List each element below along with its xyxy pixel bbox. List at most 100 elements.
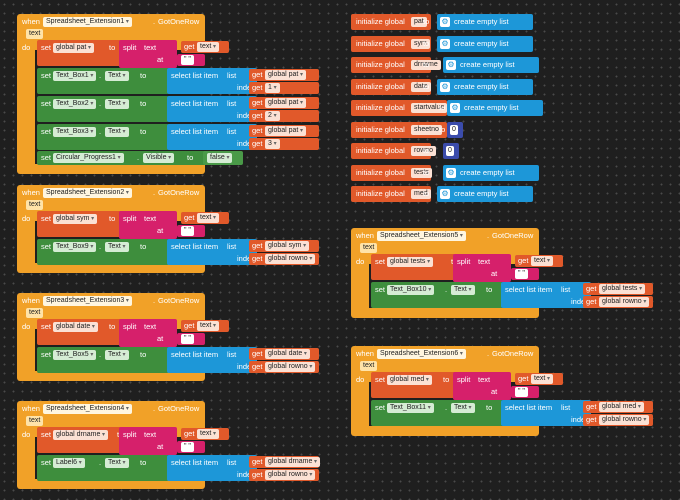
event-block[interactable]: whenSpreadsheet_Extension4.GotOneRowtext… bbox=[17, 401, 321, 489]
get-variable-dropdown[interactable]: global sym bbox=[265, 241, 310, 251]
param-text[interactable]: text bbox=[360, 243, 378, 253]
create-empty-list-block[interactable]: ⚙create empty list bbox=[443, 57, 539, 73]
quote-string[interactable]: " " bbox=[181, 334, 194, 344]
text-quote-block[interactable]: " " bbox=[511, 386, 539, 398]
gear-icon[interactable]: ⚙ bbox=[440, 189, 450, 199]
get-dropdown[interactable]: text bbox=[197, 42, 219, 52]
get-variable-dropdown[interactable]: global tests bbox=[599, 284, 646, 294]
quote-string[interactable]: " " bbox=[181, 442, 194, 452]
create-empty-list-block[interactable]: ⚙create empty list bbox=[437, 35, 533, 52]
event-block[interactable]: whenSpreadsheet_Extension2.GotOneRowtext… bbox=[17, 185, 319, 273]
global-name-field[interactable]: startvalue bbox=[411, 103, 448, 113]
global-name-field[interactable]: sym bbox=[411, 38, 430, 49]
component-dropdown[interactable]: Spreadsheet_Extension2 bbox=[43, 188, 132, 198]
text-quote-block[interactable]: " " bbox=[511, 268, 539, 280]
get-index-dropdown[interactable]: 1 bbox=[265, 83, 280, 93]
global-name-field[interactable]: rowno bbox=[411, 146, 437, 156]
text-quote-block[interactable]: " " bbox=[177, 333, 205, 345]
variable-dropdown[interactable]: global med bbox=[387, 375, 432, 385]
get-dropdown[interactable]: text bbox=[197, 213, 219, 223]
boolean-dropdown[interactable]: false bbox=[207, 153, 233, 163]
number-value[interactable]: 0 bbox=[450, 124, 458, 135]
param-text[interactable]: text bbox=[26, 200, 44, 210]
param-text[interactable]: text bbox=[26, 308, 44, 318]
get-index-dropdown[interactable]: global rowno bbox=[599, 297, 650, 307]
variable-dropdown[interactable]: global tests bbox=[387, 257, 434, 267]
get-dropdown[interactable]: text bbox=[531, 256, 553, 266]
global-name-field[interactable]: drname bbox=[411, 60, 441, 70]
component-dropdown[interactable]: Spreadsheet_Extension1 bbox=[43, 17, 132, 27]
create-empty-list-block[interactable]: ⚙create empty list bbox=[437, 78, 533, 95]
global-name-field[interactable]: tests bbox=[411, 167, 432, 178]
text-quote-block[interactable]: " " bbox=[177, 225, 205, 237]
global-name-field[interactable]: pat bbox=[411, 17, 427, 27]
number-block[interactable]: 0 bbox=[447, 121, 463, 138]
param-text[interactable]: text bbox=[360, 361, 378, 371]
gear-icon[interactable]: ⚙ bbox=[440, 81, 450, 92]
text-quote-block[interactable]: " " bbox=[177, 441, 205, 453]
get-index-dropdown[interactable]: global rowno bbox=[265, 362, 316, 372]
component-target-dropdown[interactable]: Text_Box11 bbox=[387, 403, 434, 413]
create-empty-list-block[interactable]: ⚙create empty list bbox=[447, 100, 543, 116]
get-variable-dropdown[interactable]: global drname bbox=[265, 457, 321, 467]
get-index-dropdown[interactable]: 2 bbox=[265, 111, 280, 121]
get-dropdown[interactable]: text bbox=[197, 429, 219, 439]
create-empty-list-block[interactable]: ⚙create empty list bbox=[443, 164, 539, 181]
get-variable-dropdown[interactable]: global pat bbox=[265, 126, 307, 136]
get-variable-dropdown[interactable]: global pat bbox=[265, 98, 307, 108]
property-dropdown[interactable]: Text bbox=[105, 99, 129, 109]
gear-icon[interactable]: ⚙ bbox=[446, 167, 456, 178]
property-dropdown[interactable]: Text bbox=[105, 127, 129, 137]
property-dropdown[interactable]: Visible bbox=[143, 153, 175, 163]
global-name-field[interactable]: med bbox=[411, 189, 431, 199]
gear-icon[interactable]: ⚙ bbox=[440, 38, 450, 49]
gear-icon[interactable]: ⚙ bbox=[440, 17, 450, 27]
property-dropdown[interactable]: Text bbox=[451, 403, 475, 413]
number-value[interactable]: 0 bbox=[446, 146, 454, 156]
get-index-dropdown[interactable]: global rowno bbox=[265, 254, 316, 264]
event-block[interactable]: whenSpreadsheet_Extension5.GotOneRowtext… bbox=[351, 228, 653, 318]
variable-dropdown[interactable]: global drname bbox=[53, 430, 109, 440]
property-dropdown[interactable]: Text bbox=[105, 350, 129, 360]
